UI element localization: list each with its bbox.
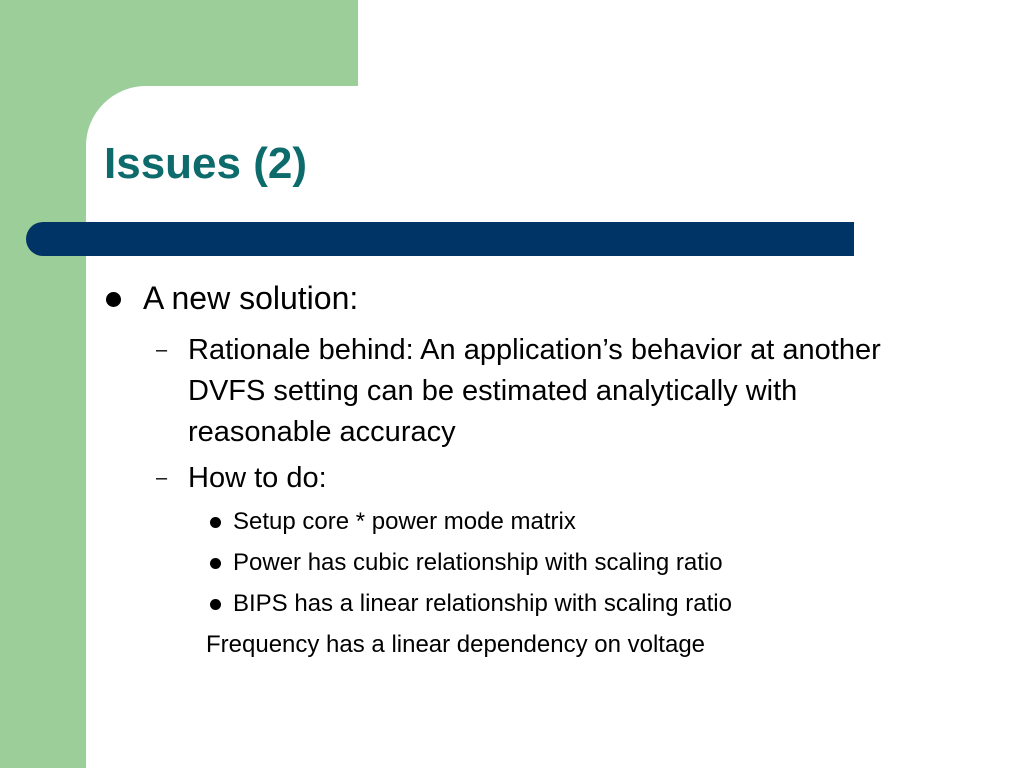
bullet-level3: Setup core * power mode matrix	[210, 508, 576, 536]
title-underline-bar	[26, 222, 854, 256]
bullet-level3: Power has cubic relationship with scalin…	[210, 549, 723, 577]
bullet-dot-icon	[106, 292, 121, 307]
bullet-dot-icon	[210, 557, 221, 569]
bullet-text: Power has cubic relationship with scalin…	[233, 549, 723, 576]
bullet-level3: BIPS has a linear relationship with scal…	[210, 590, 732, 618]
slide-title: Issues (2)	[104, 139, 307, 188]
bullet-text: Setup core * power mode matrix	[233, 508, 576, 535]
bullet-level2: –Rationale behind: An application’s beha…	[156, 330, 888, 453]
bullet-level2: –How to do:	[156, 458, 888, 499]
bullet-text: BIPS has a linear relationship with scal…	[233, 590, 732, 617]
bullet-dot-icon	[210, 516, 221, 528]
dash-icon: –	[156, 339, 168, 361]
bullet-level1: A new solution:	[106, 280, 358, 317]
plain-text-line: Frequency has a linear dependency on vol…	[206, 631, 706, 658]
bullet-text: A new solution:	[143, 280, 359, 316]
dash-icon: –	[156, 467, 168, 489]
decorative-green-top-block	[0, 0, 358, 86]
bullet-text: Rationale behind: An application’s behav…	[188, 334, 881, 448]
decorative-green-sidebar	[0, 0, 86, 768]
bullet-dot-icon	[210, 598, 221, 610]
bullet-text: How to do:	[188, 462, 327, 494]
